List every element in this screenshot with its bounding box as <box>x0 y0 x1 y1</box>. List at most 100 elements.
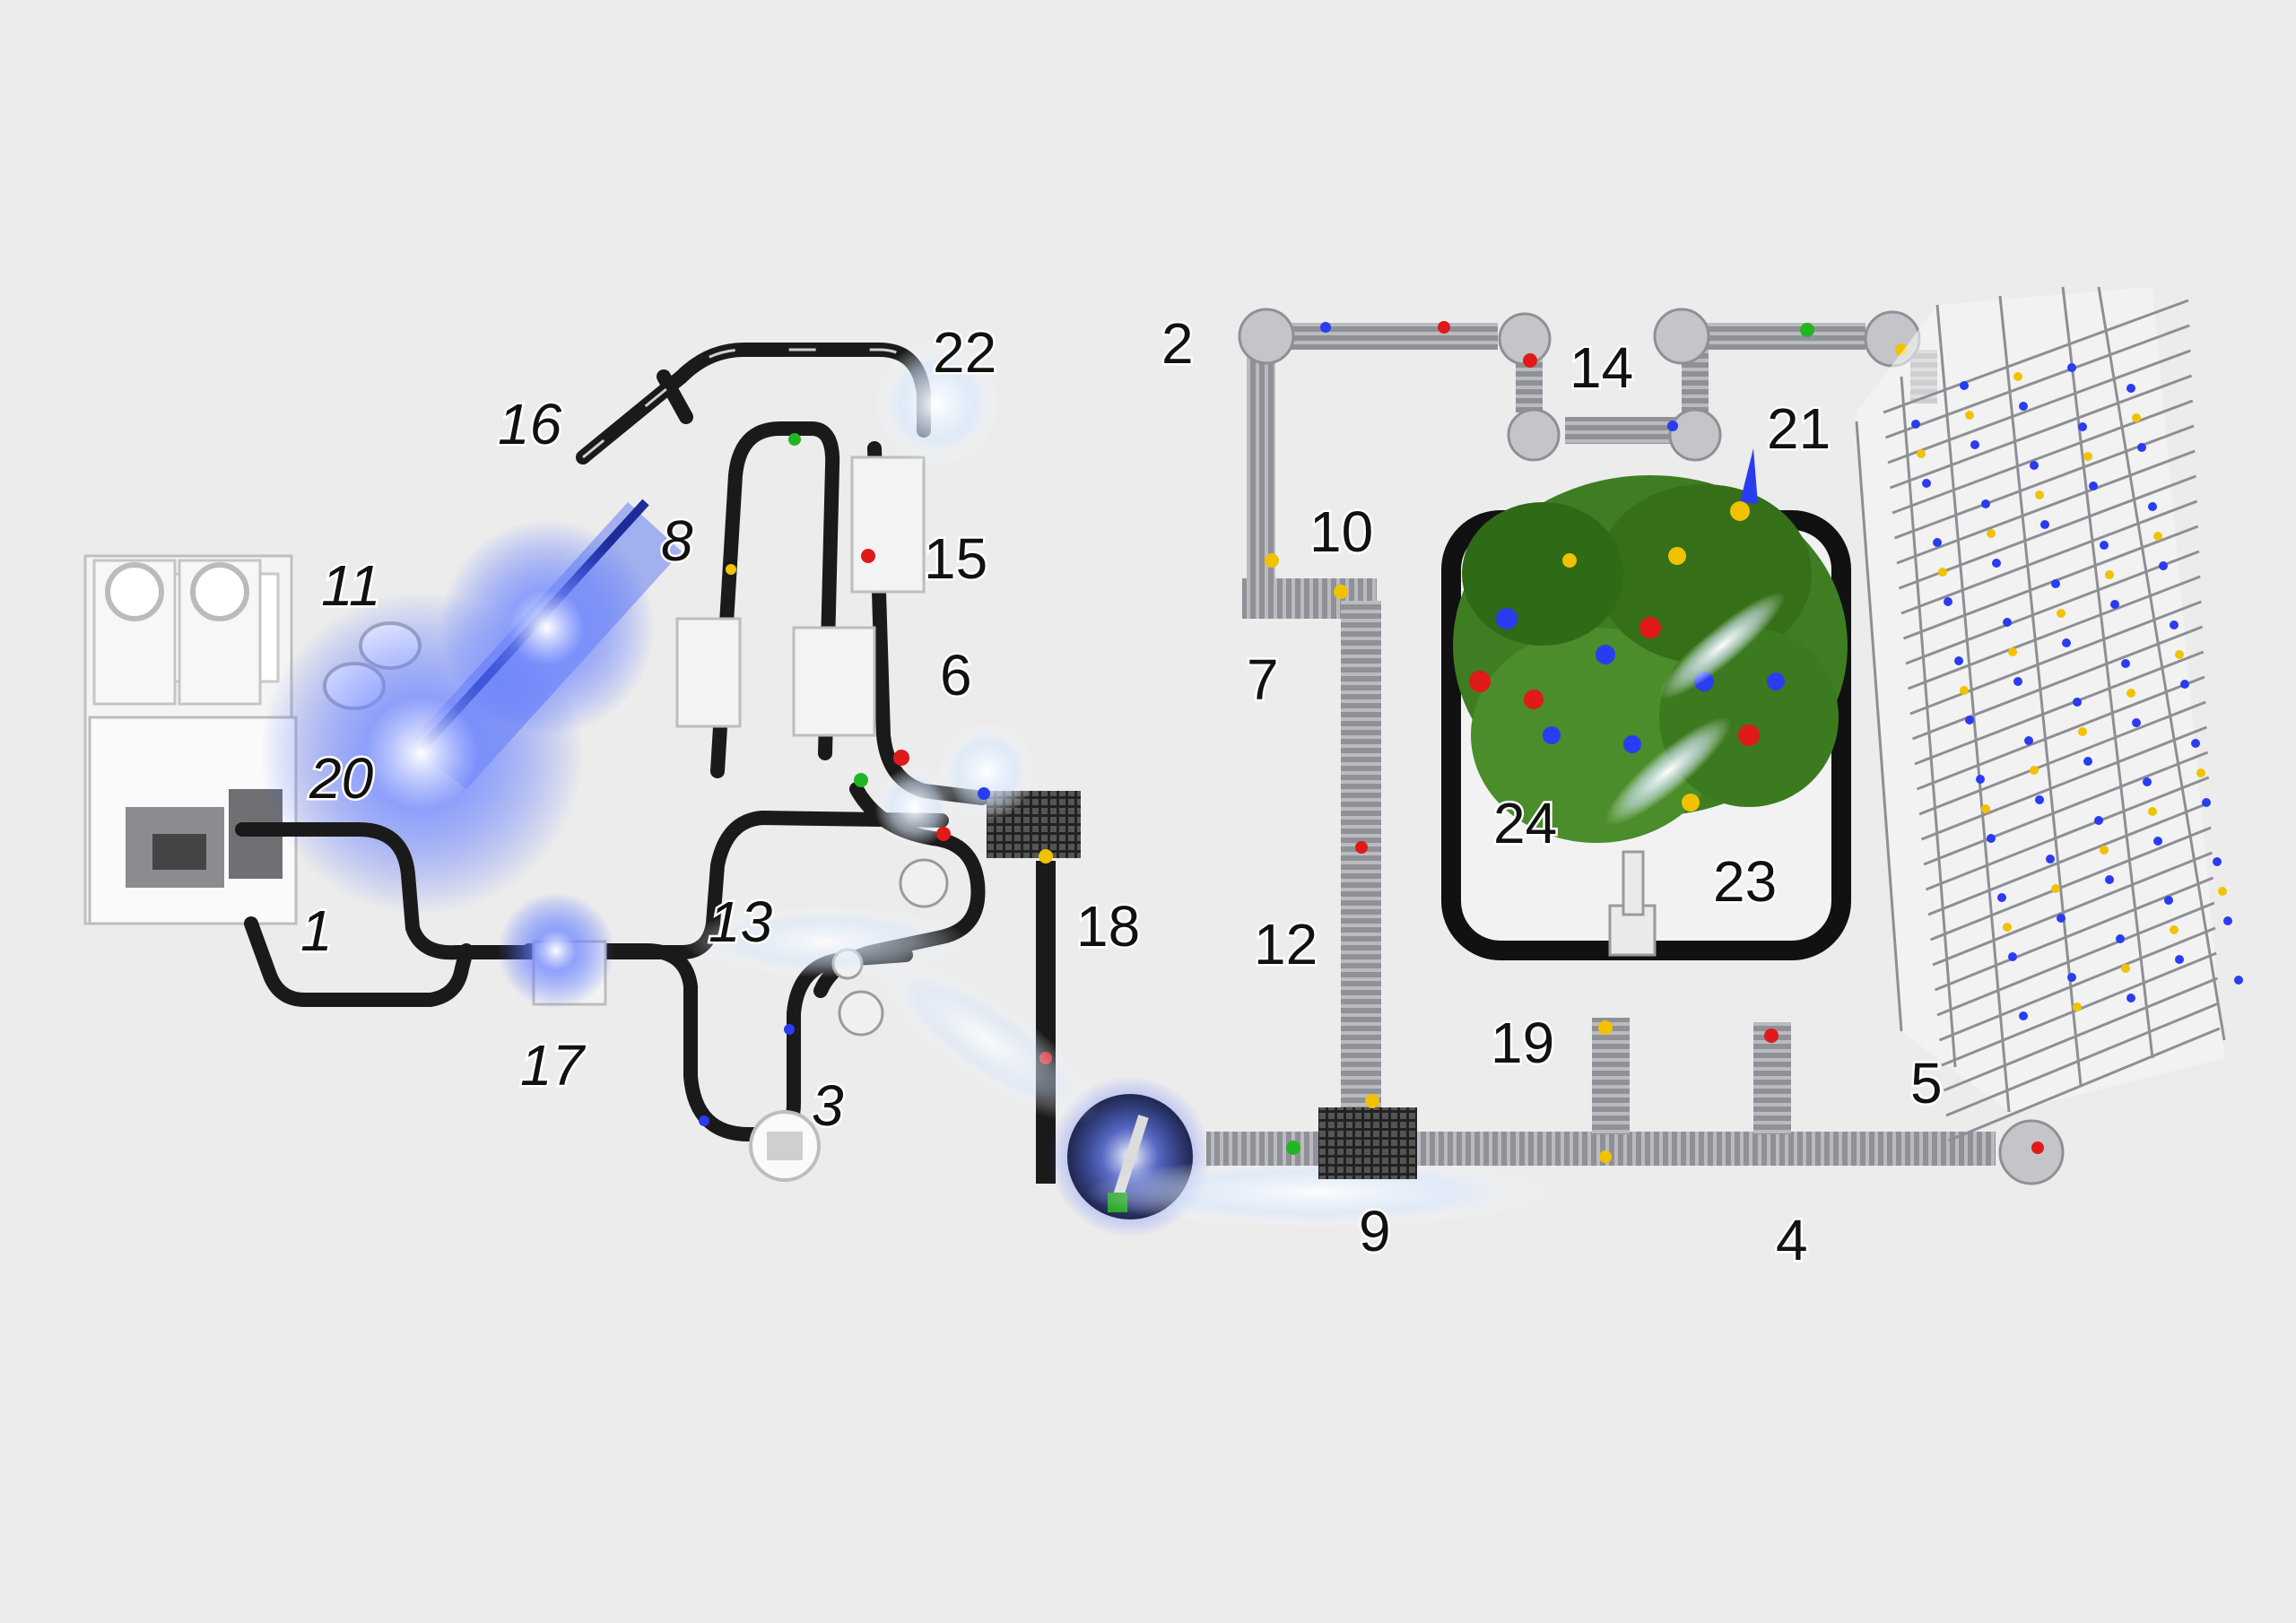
stored-product <box>1987 834 1996 843</box>
stored-product <box>1976 775 1985 784</box>
stored-product <box>2024 736 2033 745</box>
stored-product <box>2170 621 2179 629</box>
stored-product <box>2218 887 2227 896</box>
label-1: 1 <box>300 898 333 963</box>
rack-rung <box>1936 901 2215 1017</box>
label-8: 8 <box>661 508 693 573</box>
stored-product <box>2019 402 2028 411</box>
stored-product <box>2013 677 2022 686</box>
stored-product <box>1965 411 1974 420</box>
stored-product <box>2121 964 2130 973</box>
rack-rung <box>1920 725 2207 841</box>
rack-rung <box>1907 575 2201 690</box>
stored-product <box>2100 541 2109 550</box>
high-bay-rack-frame <box>1855 286 2226 1142</box>
stored-product <box>2153 837 2162 846</box>
stored-product <box>1922 479 1931 488</box>
label-12: 12 <box>1254 912 1318 976</box>
stored-product <box>2148 502 2157 511</box>
stored-product <box>2078 727 2087 736</box>
label-14: 14 <box>1570 335 1633 400</box>
label-15: 15 <box>924 526 987 591</box>
stored-product <box>1965 716 1974 725</box>
station-labels: 1 2 3 4 5 6 7 8 9 10 11 12 13 14 15 16 1… <box>299 309 1945 1275</box>
label-23: 23 <box>1713 849 1777 914</box>
stored-product <box>2046 855 2055 864</box>
label-16: 16 <box>498 392 562 456</box>
stored-product <box>2083 452 2092 461</box>
turntable <box>1238 308 2065 1185</box>
label-24: 24 <box>1493 791 1557 855</box>
stored-product <box>2013 372 2022 381</box>
stored-product <box>2213 857 2222 866</box>
stored-product <box>2148 807 2157 816</box>
stored-product <box>2100 846 2109 855</box>
stored-product <box>2073 698 2082 707</box>
stored-product <box>2153 532 2162 541</box>
label-13: 13 <box>709 890 773 954</box>
label-21: 21 <box>1767 396 1831 461</box>
sparkle-icon <box>498 341 1552 1228</box>
turntable <box>749 1110 821 1182</box>
stored-product <box>1954 656 1963 665</box>
stored-product <box>1992 559 2001 568</box>
rack-rung <box>1909 600 2202 716</box>
rack-rung <box>1884 324 2190 439</box>
stored-product <box>2164 896 2173 905</box>
stored-product <box>1960 686 1969 695</box>
stored-product <box>2067 973 2076 982</box>
stored-product <box>2223 916 2232 925</box>
label-18: 18 <box>1076 894 1140 959</box>
rack-rung <box>1898 474 2196 590</box>
stored-product <box>2202 798 2211 807</box>
rack-rung <box>1892 399 2194 515</box>
rack-rung <box>1916 675 2205 791</box>
stored-product <box>2175 650 2184 659</box>
stored-product <box>2191 739 2200 748</box>
label-7: 7 <box>1247 647 1279 712</box>
rack-rung <box>1902 525 2199 640</box>
stored-product <box>1981 804 1990 813</box>
stored-product <box>1933 538 1942 547</box>
label-19: 19 <box>1491 1011 1554 1075</box>
stored-product <box>2196 768 2205 777</box>
stored-product <box>2019 1011 2028 1020</box>
stored-product <box>2062 638 2071 647</box>
rack-rung <box>1929 826 2212 942</box>
stored-product <box>1960 381 1969 390</box>
stored-product <box>2110 600 2119 609</box>
stored-product <box>2105 570 2114 579</box>
stored-product <box>2030 461 2039 470</box>
stored-product <box>2040 520 2049 529</box>
label-17: 17 <box>520 1033 587 1098</box>
stored-product <box>2003 923 2012 932</box>
stored-product <box>2035 490 2044 499</box>
stored-product <box>2057 609 2066 618</box>
storage-tank-icon <box>92 559 262 706</box>
label-10: 10 <box>1309 499 1373 564</box>
rack-rung <box>1911 625 2204 741</box>
rack-rung <box>1887 349 2191 464</box>
rack-rung <box>1883 299 2189 414</box>
rack-rung <box>1925 776 2210 891</box>
stored-product <box>2234 976 2243 985</box>
stored-product <box>1981 499 1990 508</box>
rack-rung <box>1896 449 2196 565</box>
rack-rung <box>1927 801 2211 916</box>
label-20: 20 <box>309 746 374 811</box>
stored-product <box>2159 561 2168 570</box>
label-4: 4 <box>1776 1208 1808 1272</box>
label-5: 5 <box>1910 1051 1943 1115</box>
stored-product <box>2121 659 2130 668</box>
label-9: 9 <box>1359 1199 1391 1263</box>
label-22: 22 <box>933 320 996 385</box>
stored-product <box>1970 440 1979 449</box>
stored-product <box>1944 597 1952 606</box>
stored-product <box>2030 766 2039 775</box>
stored-product <box>2170 925 2179 934</box>
label-6: 6 <box>940 643 972 707</box>
stored-product <box>2089 482 2098 490</box>
stored-product <box>2126 689 2135 698</box>
stored-product <box>2180 680 2189 689</box>
